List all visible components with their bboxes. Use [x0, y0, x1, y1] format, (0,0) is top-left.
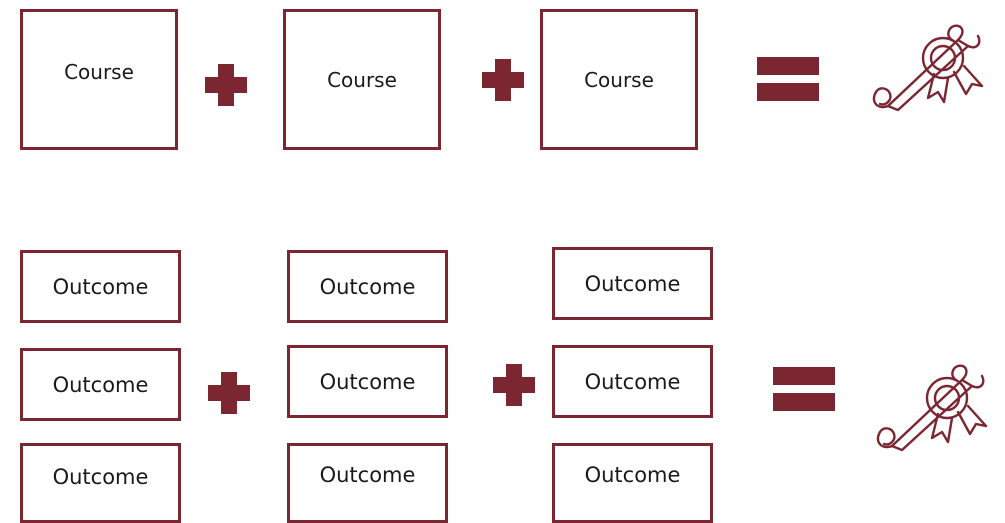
plus-sign — [205, 64, 247, 106]
equals-sign — [757, 57, 819, 103]
diploma-icon — [872, 350, 1002, 460]
course-box-2: Course — [283, 9, 441, 150]
outcome-label: Outcome — [319, 274, 416, 299]
plus-sign — [493, 364, 535, 406]
diploma-icon — [868, 10, 998, 120]
outcome-box: Outcome — [20, 250, 181, 323]
outcome-box: Outcome — [287, 345, 448, 418]
course-label: Course — [327, 67, 397, 92]
outcome-box: Outcome — [552, 345, 713, 418]
outcome-box: Outcome — [287, 443, 448, 523]
equals-sign — [773, 367, 835, 413]
outcome-box: Outcome — [20, 348, 181, 421]
outcome-box: Outcome — [20, 443, 181, 523]
outcome-label: Outcome — [584, 463, 681, 487]
course-label: Course — [64, 59, 134, 84]
outcome-label: Outcome — [52, 372, 149, 397]
outcome-label: Outcome — [319, 463, 416, 487]
plus-sign — [482, 59, 524, 101]
outcome-label: Outcome — [52, 274, 149, 299]
course-box-3: Course — [540, 9, 698, 150]
outcome-box: Outcome — [552, 247, 713, 320]
outcome-box: Outcome — [552, 443, 713, 523]
outcome-label: Outcome — [319, 369, 416, 394]
outcome-label: Outcome — [52, 465, 149, 489]
outcome-label: Outcome — [584, 271, 681, 296]
outcome-box: Outcome — [287, 250, 448, 323]
outcome-label: Outcome — [584, 369, 681, 394]
plus-sign — [208, 372, 250, 414]
course-box-1: Course — [20, 9, 178, 150]
course-label: Course — [584, 67, 654, 92]
